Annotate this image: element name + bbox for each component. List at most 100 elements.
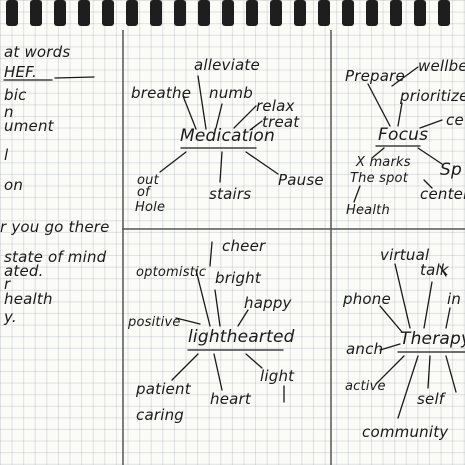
binding-ring [366,0,378,26]
map-center: Medication [180,126,275,146]
lighthearted-mind-map: cheer optomistic bright happy positive l… [127,237,295,424]
therapy-mind-map: virtual talk in phone anch Therapy activ… [342,246,465,441]
connector [353,185,361,203]
connector [394,263,411,329]
connector [379,343,401,351]
left-column-notes: at words HEF. bic n ument l on r you go … [0,43,110,326]
map-word: Pause [278,171,324,189]
map-word: wellbein [418,57,465,75]
note-line: n [4,103,14,121]
note-line: y. [3,308,17,326]
binding-ring [414,0,426,26]
connector [423,179,433,189]
map-word: heart [210,390,252,408]
map-word: in [447,290,461,308]
binding-ring [318,0,330,26]
map-word: optomistic [136,265,206,280]
spiral-binding [0,0,465,26]
note-line: at words [4,43,70,61]
map-word: phone [342,290,391,308]
binding-ring [174,0,186,26]
binding-ring [126,0,138,26]
binding-ring [198,0,210,26]
connector [245,353,263,369]
map-word: caring [136,406,184,424]
map-word: Sp [440,160,462,180]
connector [379,305,403,333]
medication-mind-map: alleviate breathe numb relax treat Medic… [131,56,324,215]
map-word: numb [209,84,253,102]
map-word: stairs [209,185,251,203]
note-line: l [4,146,9,164]
connector [417,147,443,165]
map-word: talk [420,261,450,279]
map-word: prioritize [399,87,465,105]
map-word: breathe [131,84,191,102]
map-word: The spot [350,171,409,186]
connector [237,309,249,327]
note-line: HEF. [4,63,37,81]
connector [175,317,201,325]
binding-ring [390,0,402,26]
connector [182,95,197,130]
connector [233,105,257,129]
map-word: happy [244,294,293,312]
map-word: Hole [135,200,165,215]
note-line: r [4,275,11,293]
binding-ring [150,0,162,26]
map-word: virtual [380,246,430,264]
connector [423,281,433,329]
map-word: bright [215,269,262,287]
binding-ring [342,0,354,26]
binding-ring [294,0,306,26]
connector [159,151,187,173]
connector [219,151,223,183]
map-center: Therapy [400,329,465,349]
binding-ring [270,0,282,26]
map-word: center [420,185,465,203]
map-center: Focus [378,125,428,145]
connector [171,353,199,381]
connector [245,151,279,175]
map-word: of [137,185,152,200]
connector [439,265,447,277]
map-word: Health [346,203,390,218]
underline [54,76,95,79]
map-word: light [260,367,295,385]
column-divider [122,30,124,465]
connector [371,147,385,159]
note-line: health [4,290,53,308]
connector [427,355,431,389]
binding-ring [438,0,450,26]
connector [209,241,213,267]
connector [367,83,391,127]
connector [214,289,221,327]
map-word: X marks [355,155,411,170]
connector [445,355,457,393]
note-line: ument [4,117,55,135]
map-word: out [137,173,160,188]
connector [445,307,451,329]
map-word: active [345,379,386,394]
connector [197,75,207,130]
connector [249,120,263,131]
map-word: patient [135,380,192,398]
column-divider [330,30,332,465]
connector [375,355,405,385]
connector [419,119,443,129]
note-line: r you go there [0,218,110,236]
connector [195,269,211,327]
row-divider [122,228,465,230]
note-line: ated. [4,262,44,280]
map-word: community [362,423,449,441]
connector [215,103,223,129]
map-word: anch [346,340,383,358]
map-word: treat [262,113,300,131]
binding-ring [54,0,66,26]
map-word: alleviate [194,56,260,74]
binding-ring [78,0,90,26]
map-center: lighthearted [188,327,295,347]
focus-mind-map: Prepare wellbein prioritize ce Focus X m… [345,57,465,218]
binding-ring [222,0,234,26]
